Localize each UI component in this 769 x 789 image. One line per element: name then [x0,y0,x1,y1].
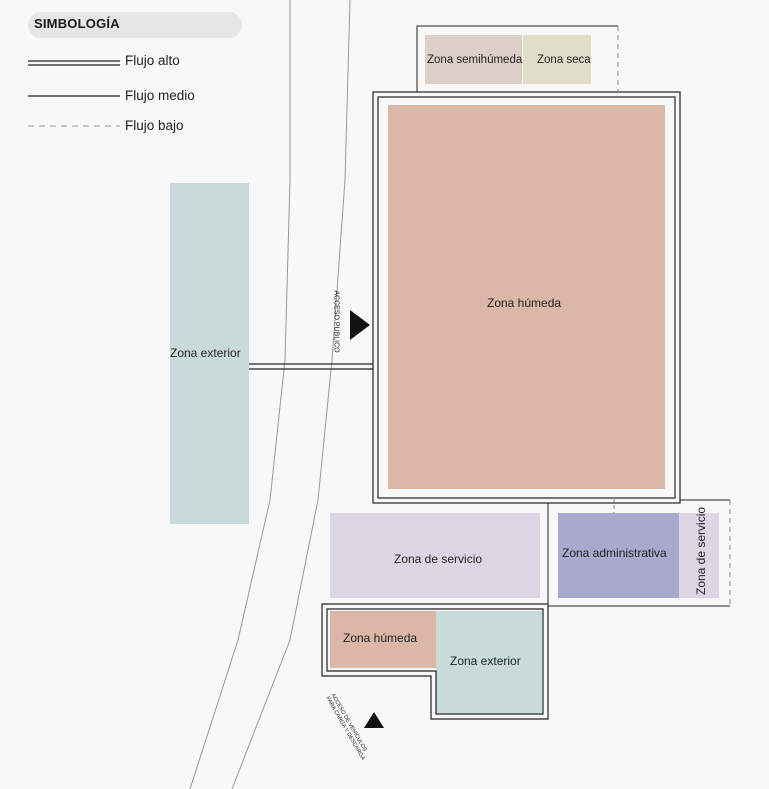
label-zona-exterior-bottom: Zona exterior [450,654,521,668]
flujo-alto-outer-main [372,91,681,504]
legend-label-flujo-alto: Flujo alto [125,53,180,68]
flujo-alto-bottom-outer [321,603,549,720]
flujo-alto-inner-main [377,96,676,499]
label-zona-seca: Zona seca [537,54,591,66]
public-access-arrow [350,310,370,340]
zona-servicio-right-block [679,513,719,598]
zona-servicio-center-block [330,513,540,598]
label-zona-semihumeda: Zona semihúmeda [427,54,523,66]
flujo-alto-bottom-inner [326,608,544,715]
zona-seca-block [523,35,591,84]
zona-administrativa-block [558,513,679,598]
label-zona-servicio-right: Zona de servicio [694,506,708,595]
road-edge-left [189,0,291,789]
zona-exterior-left-block [170,183,249,524]
legend-title-pill [28,12,242,38]
vehicle-access-arrow [364,712,384,728]
legend-label-flujo-medio: Flujo medio [125,88,195,103]
legend-label-flujo-bajo: Flujo bajo [125,118,184,133]
road-edge-right [231,0,351,789]
flujo-medio-top [416,25,618,92]
zona-humeda-main-block [388,105,665,489]
zona-exterior-bottom-block [436,611,542,713]
zona-semihumeda-block [425,35,522,84]
legend-title: SIMBOLOGÍA [34,16,120,31]
label-zona-servicio-center: Zona de servicio [394,552,483,566]
label-acceso-publico: ACCESO PUBLICO [332,290,340,353]
label-zona-humeda-bottom: Zona húmeda [343,631,418,645]
zona-humeda-bottom-block [330,611,436,668]
label-zona-exterior-left: Zona exterior [170,346,241,360]
label-zona-administrativa: Zona administrativa [562,546,667,560]
label-zona-humeda-main: Zona húmeda [487,296,562,310]
